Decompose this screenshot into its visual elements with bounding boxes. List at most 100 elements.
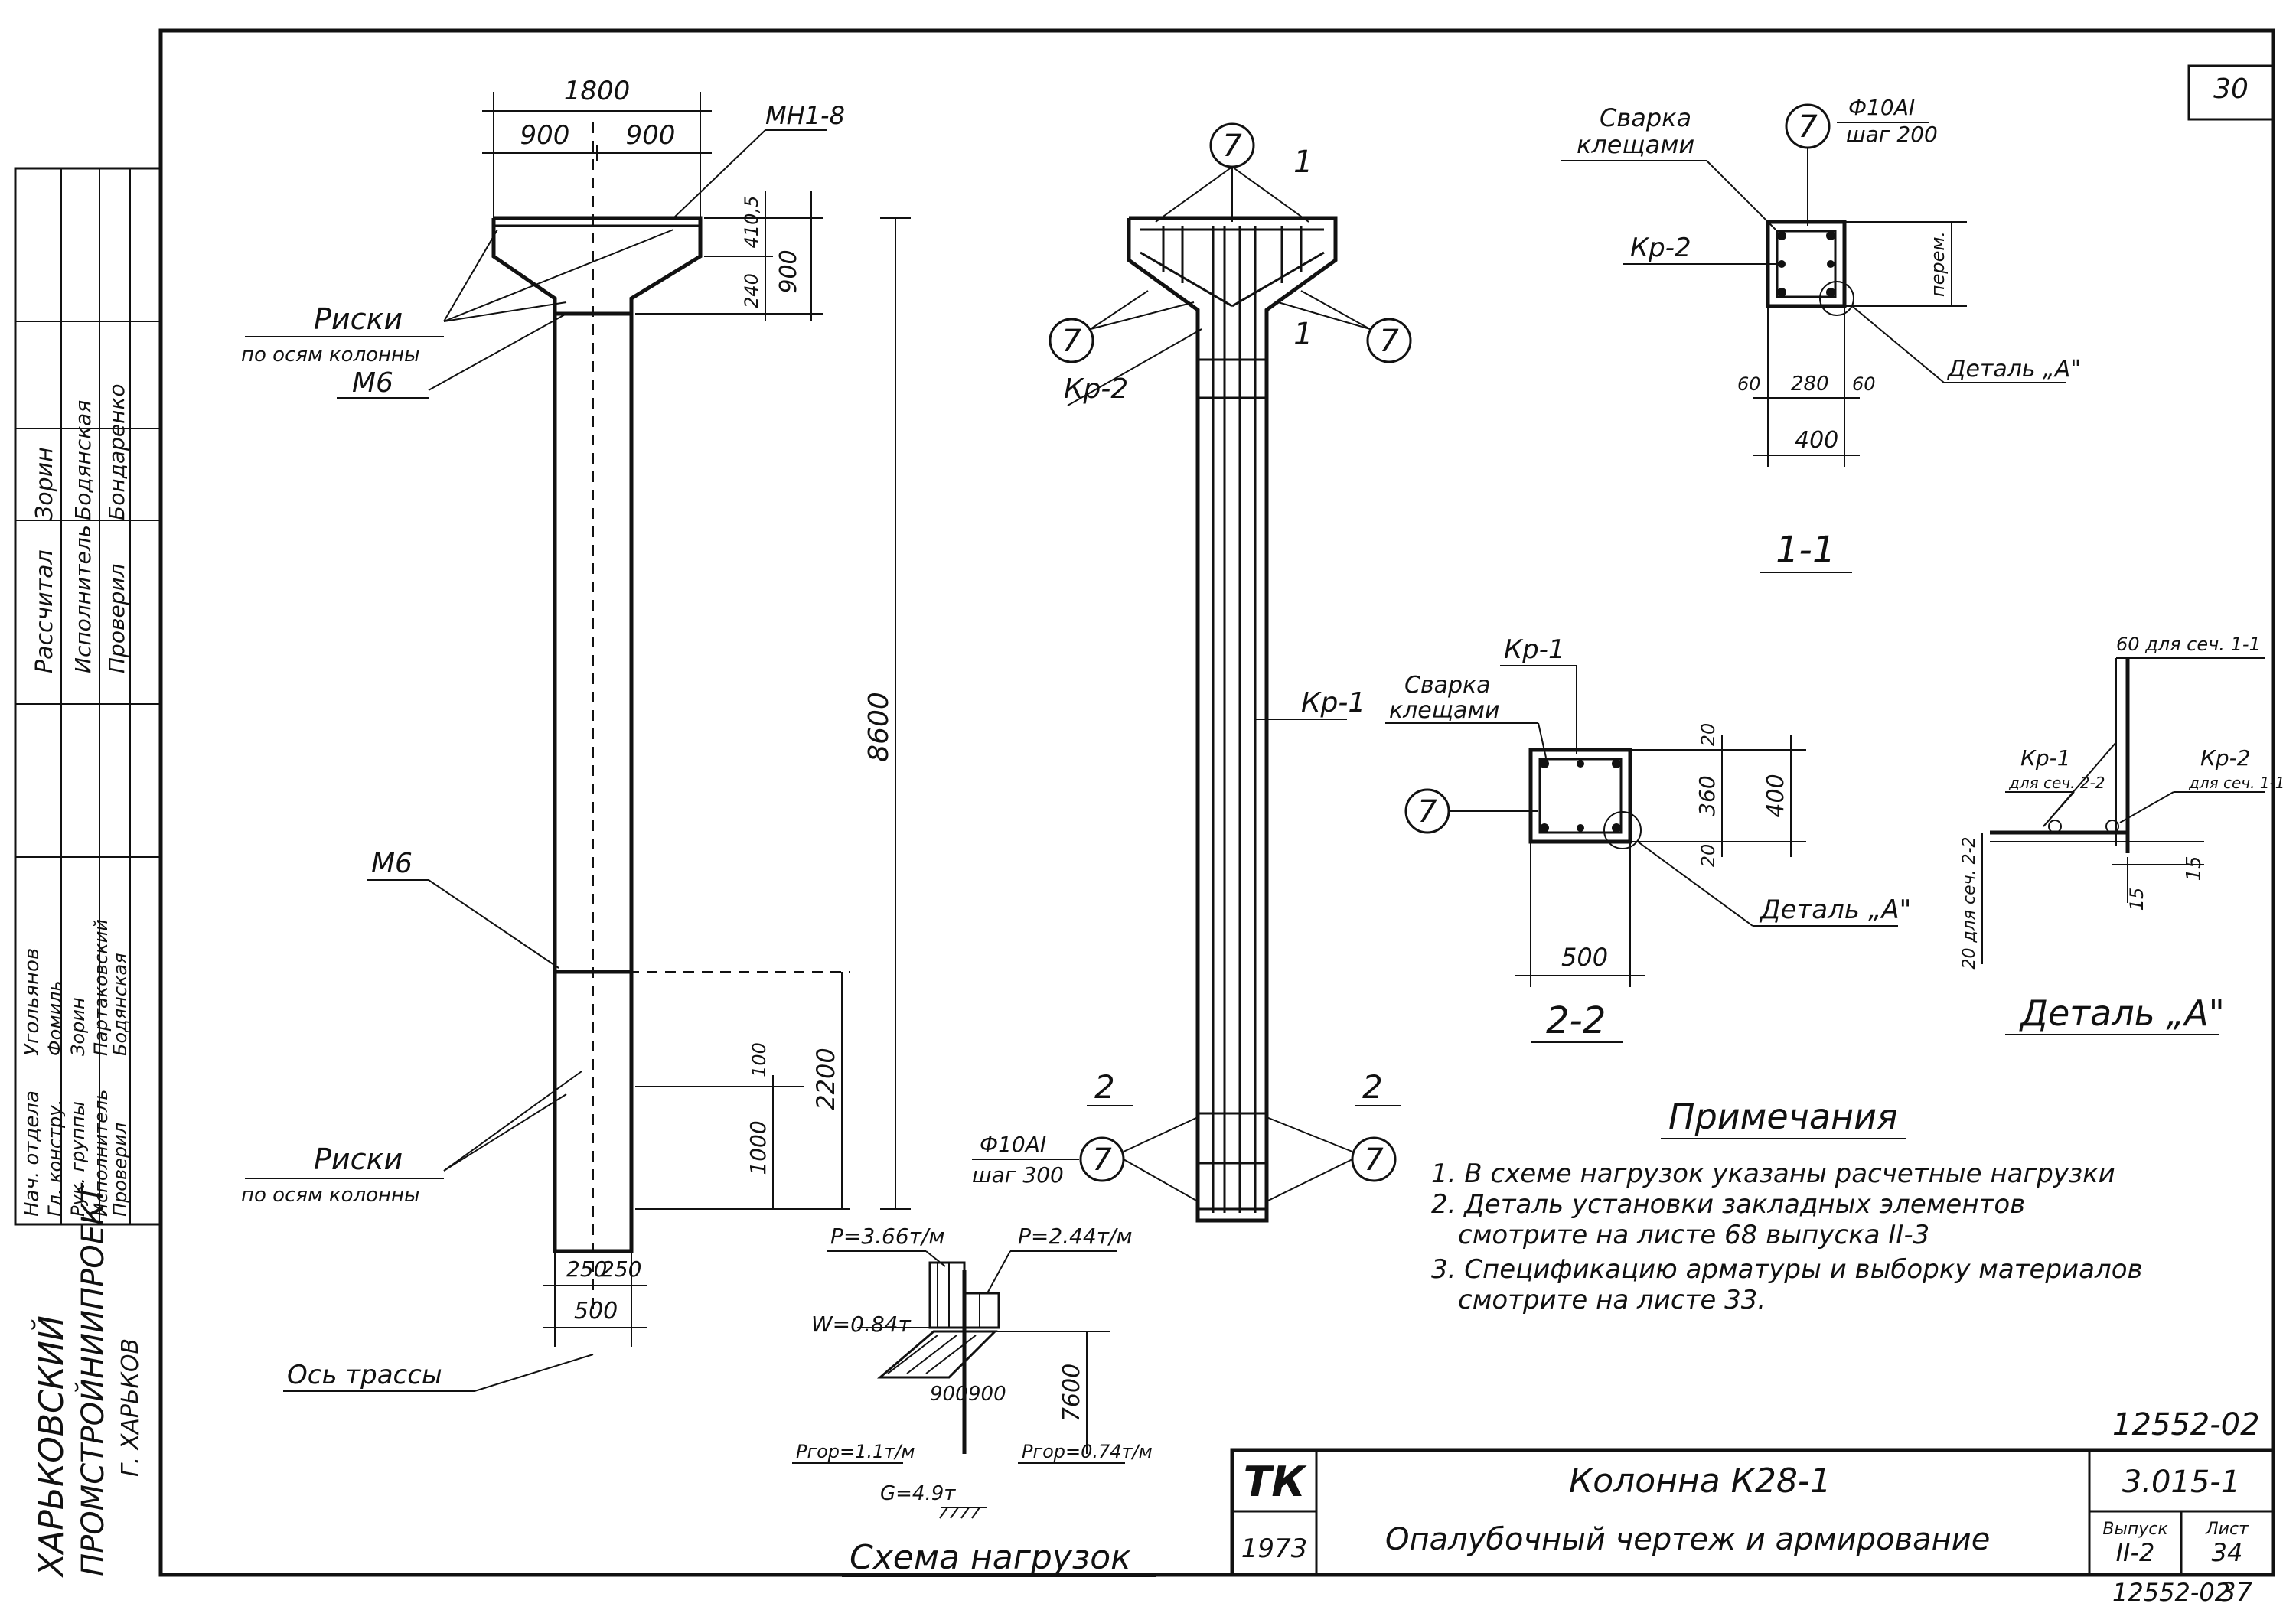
sig-name-7: Партаковский <box>90 919 112 1056</box>
sec22-dim-360: 360 <box>1694 775 1720 816</box>
sec11-step: шаг 200 <box>1846 122 1938 147</box>
tb-bottom-page: 37 <box>2219 1577 2253 1608</box>
sheet-number-top: 30 <box>2213 73 2249 105</box>
tb-series: 3.015-1 <box>2122 1465 2240 1500</box>
dim-half-right: 900 <box>626 120 676 151</box>
dim-lower-small: 100 <box>748 1042 770 1077</box>
marks-sub: по осям колонны <box>241 344 420 367</box>
m6-mid: М6 <box>371 848 413 879</box>
sec11-welding2: клещами <box>1577 130 1694 159</box>
detail-a: 60 для сеч. 1-1 Кр-1 для сеч. 2-2 Кр-2 д… <box>1960 634 2285 1035</box>
bubble-right: 7 <box>1379 324 1399 359</box>
sec22-welding: Сварка <box>1404 672 1491 699</box>
sig-name-8: Бодянская <box>109 953 131 1056</box>
dim-lower: 2200 <box>811 1048 840 1110</box>
sig-name-4: Угольянов <box>21 948 44 1056</box>
embedded-top: МН1-8 <box>765 101 845 130</box>
sec11-var: перем. <box>1927 231 1949 297</box>
sig-name-5: Фомиль <box>44 980 66 1056</box>
sig-role-3: Проверил <box>104 563 129 673</box>
deta-kr2: Кр-2 <box>2200 745 2251 771</box>
sig-role-1: Рассчитал <box>31 549 58 673</box>
sec11-title: 1-1 <box>1776 529 1835 572</box>
note-1: 1. В схеме нагрузок указаны расчетные на… <box>1431 1159 2115 1189</box>
sig-role-6: Рук. группы <box>67 1101 89 1217</box>
sig-role-4: Нач. отдела <box>21 1090 44 1217</box>
stirrup-step: шаг 300 <box>972 1162 1064 1188</box>
doc-number: 12552-02 <box>2112 1407 2260 1442</box>
sec22-dim-500: 500 <box>1561 943 1608 972</box>
kr2-label: Кр-2 <box>1064 373 1128 405</box>
sec11-bar: Ф10АI <box>1848 95 1915 120</box>
sec22-title: 2-2 <box>1546 999 1606 1042</box>
sig-role-8: Проверил <box>109 1123 131 1217</box>
axis-label: Ось трассы <box>287 1360 442 1390</box>
note-3b: смотрите на листе 33. <box>1458 1285 1766 1315</box>
deta-kr2-sub: для сеч. 1-1 <box>2188 774 2285 792</box>
dim-b-total: 500 <box>574 1298 618 1325</box>
deta-kr1: Кр-1 <box>2020 745 2071 771</box>
title-block: 12552-02 ТК 1973 Колонна К28-1 Опалубочн… <box>1230 1407 2275 1608</box>
marks-label: Риски <box>314 302 403 336</box>
sec22-detail: Деталь „А" <box>1759 895 1911 925</box>
section-1-1: 7 Ф10АI шаг 200 Сварка клещами Кр-2 пере… <box>1561 95 2081 573</box>
reinforcement-view: 7 1 1 7 7 Кр-2 Кр-1 2 2 7 7 Ф10АI шаг 30… <box>972 122 1412 1223</box>
load-d2: 900 <box>968 1383 1006 1406</box>
sec22-dim-20b: 20 <box>1698 844 1719 868</box>
sec22-dim-20a: 20 <box>1698 723 1719 747</box>
deta-top-note: 60 для сеч. 1-1 <box>2116 634 2261 655</box>
tb-issue-label: Выпуск <box>2102 1520 2168 1539</box>
kr1-label: Кр-1 <box>1301 687 1365 719</box>
sheet-number-box <box>2187 64 2275 121</box>
sig-name-6: Зорин <box>67 997 89 1056</box>
dim-total-width: 1800 <box>564 76 631 106</box>
sec11-welding: Сварка <box>1600 103 1691 132</box>
load-p-left: Р=3.66т/м <box>830 1224 945 1249</box>
sec22-dim-400: 400 <box>1763 774 1789 817</box>
load-wind: W=0.84т <box>811 1312 911 1337</box>
note-3a: 3. Спецификацию арматуры и выборку матер… <box>1431 1254 2143 1285</box>
stirrup-label: Ф10АI <box>980 1132 1046 1157</box>
dim-lower-1000: 1000 <box>745 1120 771 1175</box>
section-2-right: 2 <box>1362 1068 1383 1106</box>
notes-title: Примечания <box>1668 1096 1898 1137</box>
bubble-bot-right: 7 <box>1364 1142 1384 1178</box>
sec11-detail: Деталь „А" <box>1946 356 2081 383</box>
org-name-2: ПРОМСТРОЙНИИПРОЕКТ <box>74 1182 111 1576</box>
marks-label-2: Риски <box>314 1142 403 1176</box>
sig-name-3: Бондаренко <box>104 383 129 520</box>
load-g: G=4.9т <box>880 1482 956 1505</box>
bubble-top: 7 <box>1222 129 1242 164</box>
dim-head-height: 900 <box>775 249 802 293</box>
column-elevation: 1800 900 900 МН1-8 900 410,5 240 Риски п… <box>241 76 911 1392</box>
load-ptop-right: Ргор=0.74т/м <box>1022 1441 1153 1462</box>
dim-b-left: 250 <box>566 1256 607 1282</box>
tb-title-1: Колонна К28-1 <box>1569 1462 1831 1501</box>
tb-logo: ТК <box>1244 1458 1308 1506</box>
sec11-kr2: Кр-2 <box>1630 233 1691 263</box>
bubble-bot-left: 7 <box>1092 1142 1112 1178</box>
side-stamp: Рассчитал Зорин Исполнитель Бодянская Пр… <box>14 167 162 1578</box>
tb-sheet-label: Лист <box>2205 1520 2249 1539</box>
deta-side-note: 20 для сеч. 2-2 <box>1960 836 1979 969</box>
load-ptop-left: Ргор=1.1т/м <box>796 1441 915 1462</box>
org-city: Г. ХАРЬКОВ <box>117 1338 144 1477</box>
deta-dim-15b: 15 <box>2126 888 2148 911</box>
note-2b: смотрите на листе 68 выпуска II-3 <box>1458 1220 1929 1250</box>
note-2a: 2. Деталь установки закладных элементов <box>1431 1189 2025 1220</box>
section-2-left: 2 <box>1094 1068 1115 1106</box>
load-title: Схема нагрузок <box>850 1538 1131 1577</box>
m6-top: М6 <box>352 367 393 399</box>
sig-role-2: Исполнитель <box>70 525 96 673</box>
tb-year: 1973 <box>1241 1533 1308 1564</box>
deta-title: Деталь „А" <box>2019 992 2225 1034</box>
sig-role-7: Исполнитель <box>90 1090 112 1217</box>
sec22-kr1: Кр-1 <box>1504 634 1565 665</box>
section-2-2: Кр-1 Сварка клещами 7 20 360 20 400 Дета… <box>1385 634 1911 1043</box>
dim-b-right: 250 <box>601 1256 641 1282</box>
bubble-left: 7 <box>1062 324 1081 359</box>
sec22-bubble: 7 <box>1417 794 1437 829</box>
dim-head-top: 410,5 <box>741 196 762 249</box>
tb-sheet: 34 <box>2212 1538 2243 1567</box>
load-p-right: Р=2.44т/м <box>1018 1224 1133 1249</box>
